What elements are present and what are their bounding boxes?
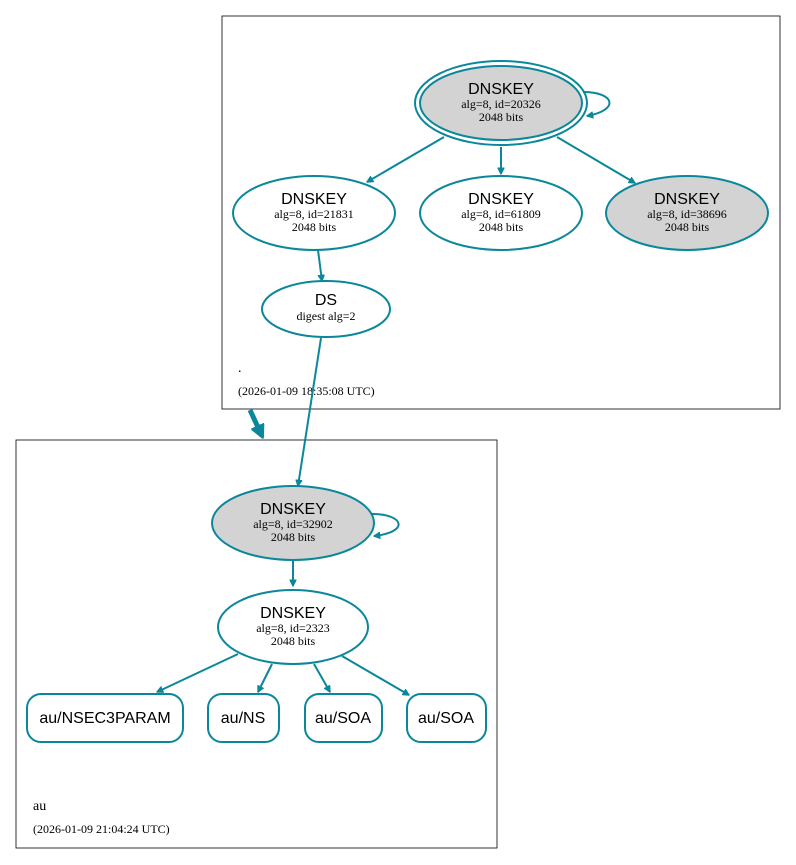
edge-root-ksk-self: [582, 91, 611, 116]
edge-zsk-a-ds: [317, 249, 322, 281]
au-zsk-detail: alg=8, id=2323: [256, 621, 330, 635]
au-record-soa-1[interactable]: au/SOA: [304, 693, 383, 743]
au-zone-name: au: [33, 799, 46, 814]
au-record-ns-label: au/NS: [221, 710, 265, 727]
root-ksk-detail: alg=8, id=20326: [461, 97, 541, 111]
au-zone-cluster: au (2026-01-09 21:04:24 UTC): [15, 439, 498, 849]
root-zsk-b-title: DNSKEY: [468, 191, 534, 208]
root-zsk-c-ellipse: [605, 175, 769, 251]
edge-root-ksk-zsk-c: [556, 136, 635, 184]
edge-au-zsk-rec-2: [257, 663, 273, 692]
edge-au-zsk-rec-1: [157, 653, 239, 693]
root-zsk-c-size: 2048 bits: [665, 220, 710, 234]
au-zsk-node[interactable]: DNSKEY alg=8, id=2323 2048 bits: [217, 589, 369, 665]
root-zone-cluster: . (2026-01-09 18:35:08 UTC): [221, 15, 781, 410]
root-ds-detail: digest alg=2: [296, 309, 355, 323]
au-zsk-title: DNSKEY: [260, 605, 326, 622]
root-zone-timestamp: (2026-01-09 18:35:08 UTC): [238, 384, 375, 398]
root-ksk-title: DNSKEY: [468, 81, 534, 98]
au-record-soa-1-box: [304, 693, 383, 743]
au-record-soa-1-label: au/SOA: [315, 710, 371, 727]
au-ksk-node[interactable]: DNSKEY alg=8, id=32902 2048 bits: [211, 485, 375, 561]
root-zsk-a-ellipse: [232, 175, 396, 251]
root-zsk-a-title: DNSKEY: [281, 191, 347, 208]
root-zsk-a-node[interactable]: DNSKEY alg=8, id=21831 2048 bits: [232, 175, 396, 251]
root-ds-node[interactable]: DS digest alg=2: [261, 280, 391, 338]
root-ksk-node[interactable]: DNSKEY alg=8, id=20326 2048 bits: [414, 60, 588, 146]
root-zsk-c-node[interactable]: DNSKEY alg=8, id=38696 2048 bits: [605, 175, 769, 251]
edge-au-zsk-rec-3: [313, 663, 331, 692]
au-record-ns-box: [207, 693, 280, 743]
au-ksk-ellipse: [211, 485, 375, 561]
root-ksk-ellipse: [419, 65, 583, 141]
root-zsk-c-title: DNSKEY: [654, 191, 720, 208]
edge-au-ksk-self: [371, 513, 400, 536]
root-zsk-c-detail: alg=8, id=38696: [647, 207, 727, 221]
edge-root-ksk-zsk-a: [367, 136, 445, 183]
root-zsk-b-size: 2048 bits: [479, 220, 524, 234]
root-zsk-b-detail: alg=8, id=61809: [461, 207, 541, 221]
au-ksk-detail: alg=8, id=32902: [253, 517, 333, 531]
au-record-ns[interactable]: au/NS: [207, 693, 280, 743]
root-zsk-a-size: 2048 bits: [292, 220, 337, 234]
root-zone-box: [221, 15, 781, 410]
root-ds-ellipse: [261, 280, 391, 338]
root-ds-title: DS: [315, 292, 337, 309]
root-zsk-b-node[interactable]: DNSKEY alg=8, id=61809 2048 bits: [419, 175, 583, 251]
root-zsk-b-ellipse: [419, 175, 583, 251]
au-record-nsec3param-box: [26, 693, 184, 743]
au-zsk-size: 2048 bits: [271, 634, 316, 648]
edge-au-zsk-rec-4: [341, 655, 409, 696]
au-zone-timestamp: (2026-01-09 21:04:24 UTC): [33, 822, 170, 836]
root-ksk-size: 2048 bits: [479, 110, 524, 124]
edges: [157, 91, 635, 696]
au-record-nsec3param-label: au/NSEC3PARAM: [39, 710, 170, 727]
au-record-soa-2-label: au/SOA: [418, 710, 474, 727]
au-ksk-size: 2048 bits: [271, 530, 316, 544]
au-zsk-ellipse: [217, 589, 369, 665]
au-record-nsec3param[interactable]: au/NSEC3PARAM: [26, 693, 184, 743]
au-record-soa-2-box: [406, 693, 487, 743]
au-record-soa-2[interactable]: au/SOA: [406, 693, 487, 743]
au-zone-box: [15, 439, 498, 849]
edge-ds-au-ksk: [298, 337, 322, 486]
root-zone-name: .: [238, 361, 242, 376]
root-zsk-a-detail: alg=8, id=21831: [274, 207, 354, 221]
au-ksk-title: DNSKEY: [260, 501, 326, 518]
edge-delegation: [247, 408, 262, 436]
